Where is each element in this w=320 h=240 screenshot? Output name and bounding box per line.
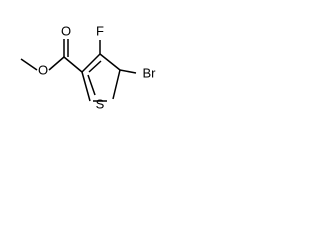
bond-c2-c3 bbox=[81, 71, 91, 102]
bond-ester-o-methyl bbox=[20, 58, 38, 71]
fluorine-label: F bbox=[96, 24, 104, 39]
bond-c4-c5 bbox=[99, 53, 121, 71]
chemical-structure: F Br S O O bbox=[20, 24, 157, 112]
bond-c2-c3-inner bbox=[87, 74, 96, 96]
carbonyl-oxygen-label: O bbox=[61, 24, 71, 39]
bromine-label: Br bbox=[143, 66, 157, 81]
bond-c3-carbonyl-c bbox=[63, 56, 83, 73]
sulfur-label: S bbox=[96, 97, 105, 112]
bond-c3-c4-inner bbox=[88, 60, 102, 73]
ester-oxygen-label: O bbox=[38, 63, 48, 78]
bond-c5-br bbox=[119, 69, 137, 74]
bond-carbonyl-c-ester-o bbox=[48, 56, 65, 71]
bond-c3-c4 bbox=[81, 53, 101, 73]
bond-c5-s1 bbox=[112, 69, 121, 100]
